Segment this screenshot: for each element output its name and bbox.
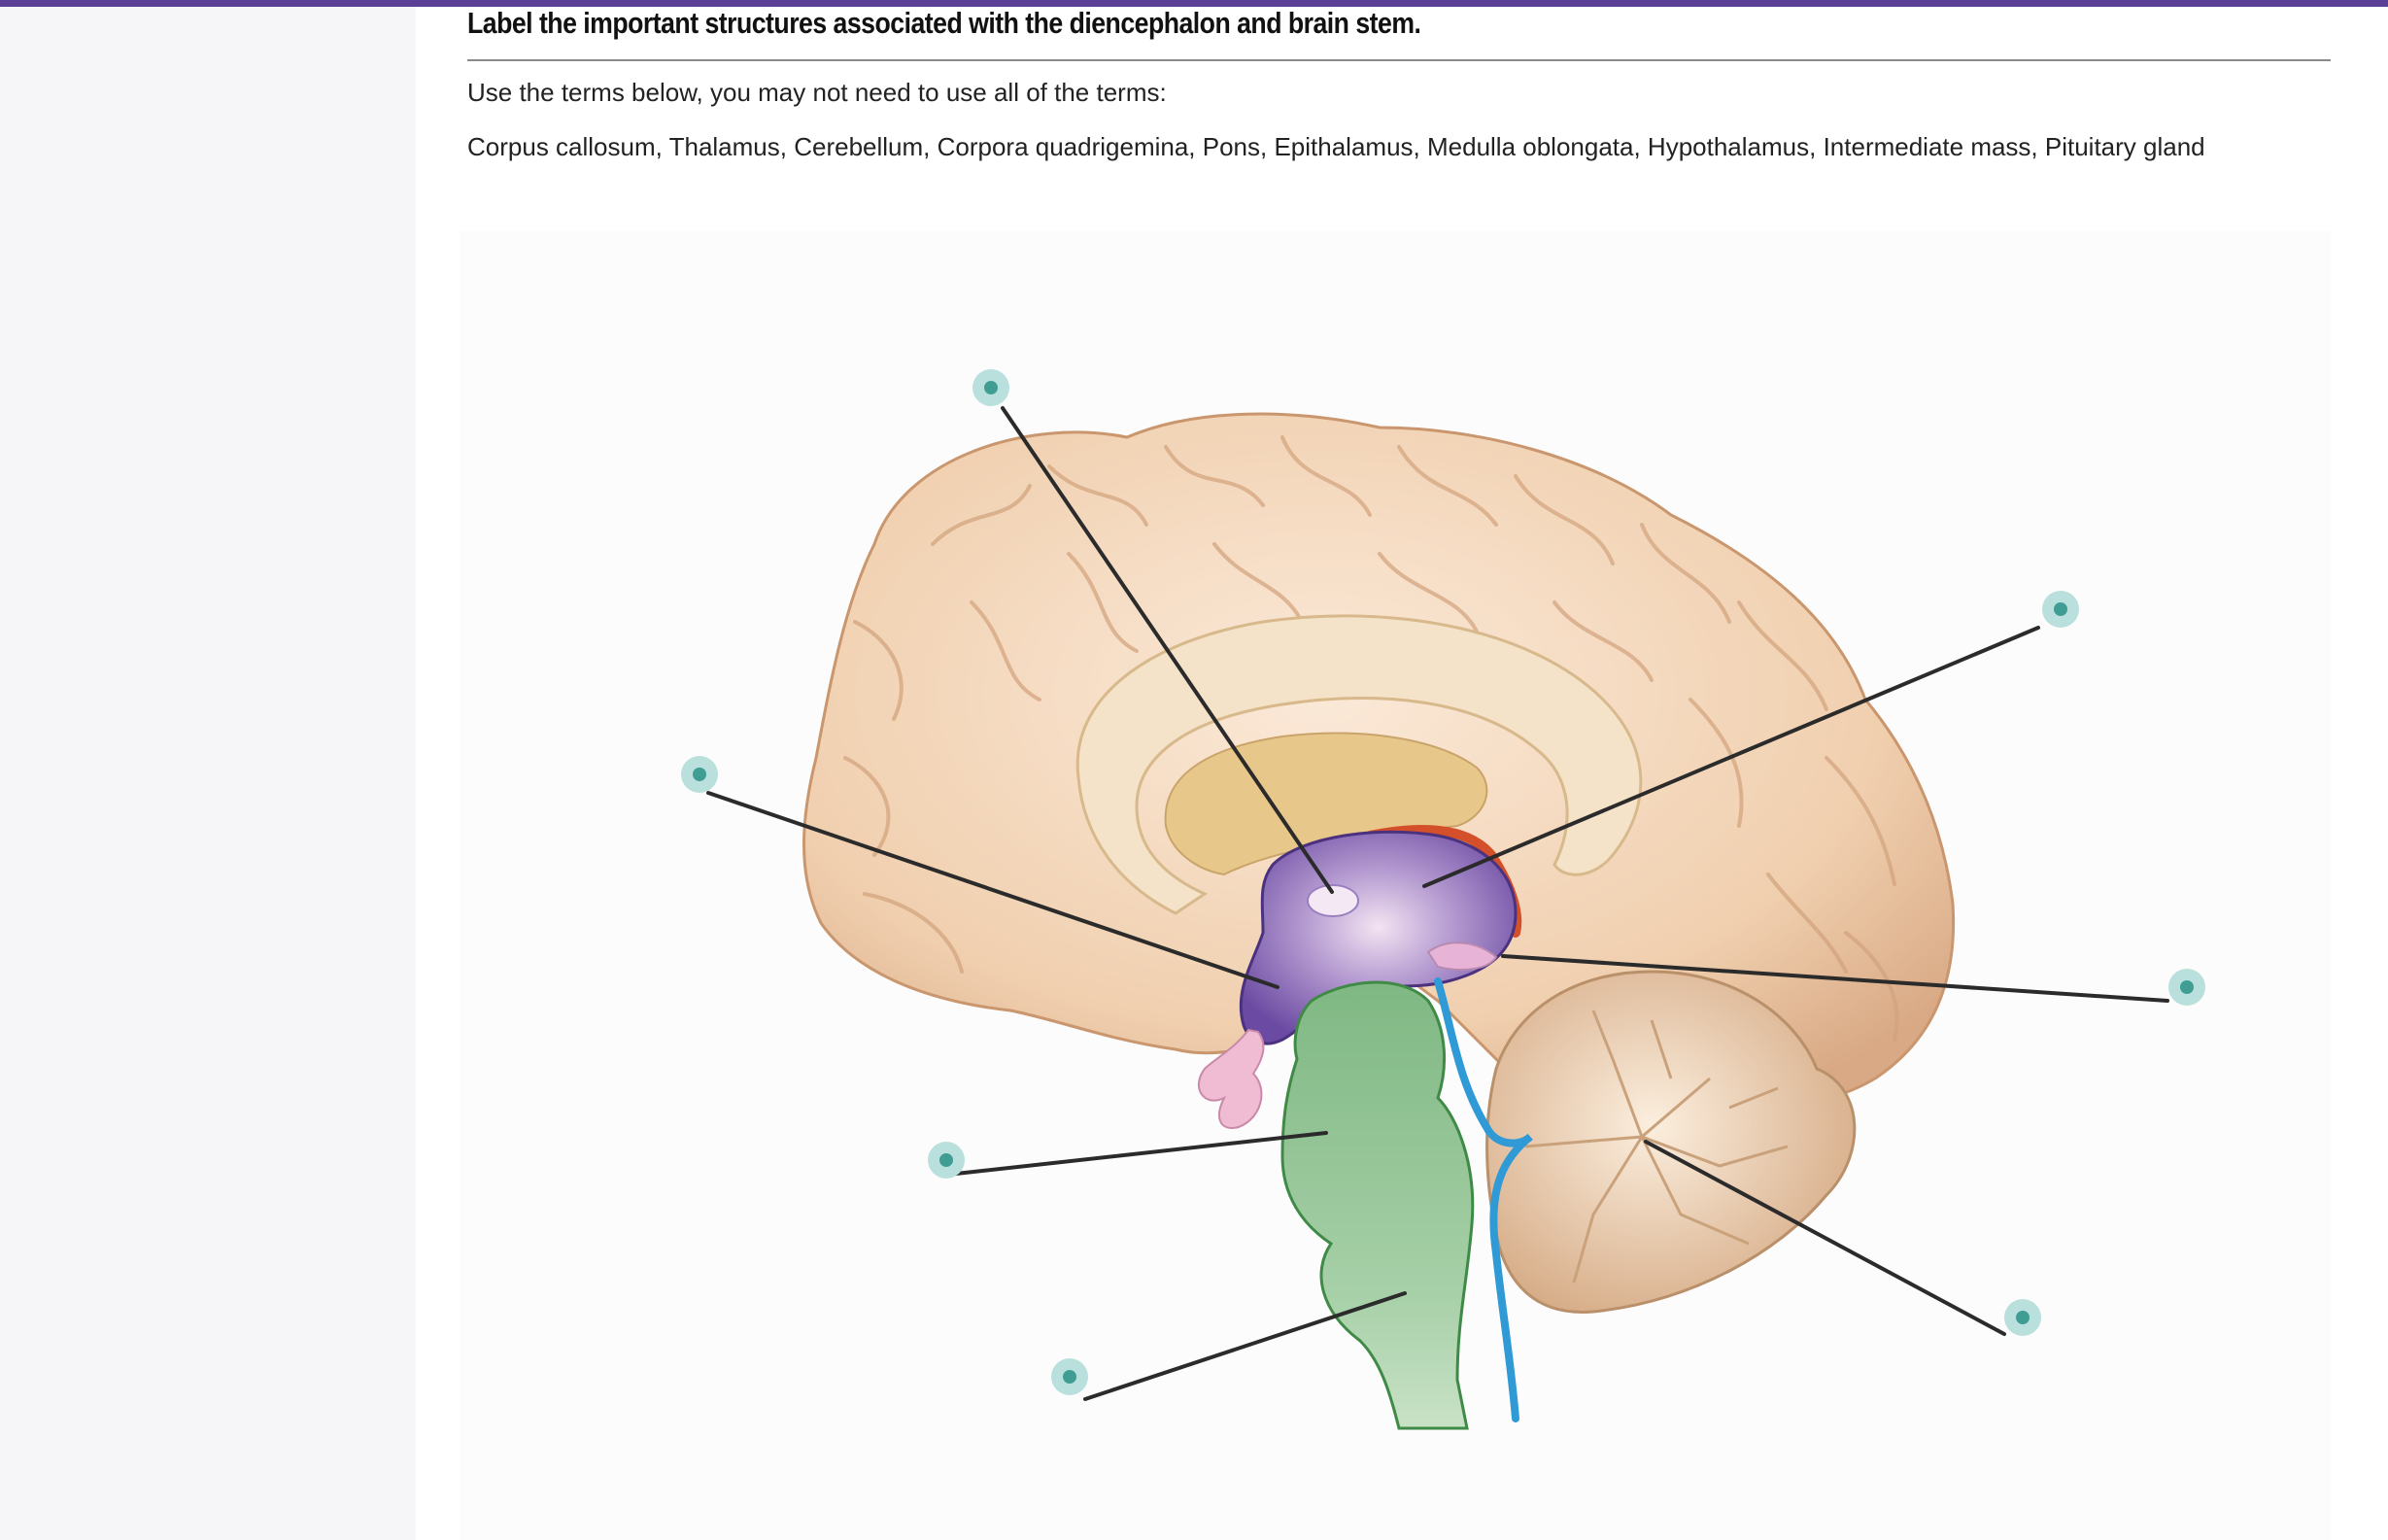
intermediate-mass-shape xyxy=(1307,884,1359,917)
label-target-1[interactable] xyxy=(972,369,1009,406)
brainstem-shape xyxy=(1280,980,1475,1430)
arbor-vitae xyxy=(1524,1010,1789,1283)
leader-line-3 xyxy=(706,791,1279,989)
ventricle-canal xyxy=(1434,977,1533,1422)
question-instructions: Use the terms below, you may not need to… xyxy=(467,78,1167,107)
label-target-2[interactable] xyxy=(2042,591,2079,628)
label-targets-layer xyxy=(681,369,2205,1401)
leader-lines xyxy=(706,406,2169,1401)
leader-line-2 xyxy=(1422,626,2040,888)
pineal-shape xyxy=(1426,941,1498,971)
left-sidebar xyxy=(0,7,416,1540)
brain-diagram xyxy=(460,231,2331,1540)
leader-line-1 xyxy=(1001,406,1334,894)
label-target-6[interactable] xyxy=(1051,1358,1088,1395)
corpus-callosum-shape xyxy=(1075,614,1643,915)
accent-top-bar xyxy=(0,0,2388,7)
label-target-5[interactable] xyxy=(928,1142,965,1179)
brain-illustration xyxy=(802,412,1956,1430)
leader-line-6 xyxy=(1083,1291,1407,1401)
pituitary-shape xyxy=(1198,1028,1265,1129)
question-title: Label the important structures associate… xyxy=(467,6,1421,40)
leader-line-5 xyxy=(954,1131,1328,1176)
title-divider xyxy=(467,59,2331,61)
gyri-pattern xyxy=(843,435,1899,1042)
label-target-4[interactable] xyxy=(2168,969,2205,1006)
leader-line-7 xyxy=(1644,1140,2006,1336)
term-bank: Corpus callosum, Thalamus, Cerebellum, C… xyxy=(467,132,2205,161)
label-target-3[interactable] xyxy=(681,756,718,793)
leader-line-4 xyxy=(1501,954,2169,1003)
label-target-7[interactable] xyxy=(2004,1299,2041,1336)
